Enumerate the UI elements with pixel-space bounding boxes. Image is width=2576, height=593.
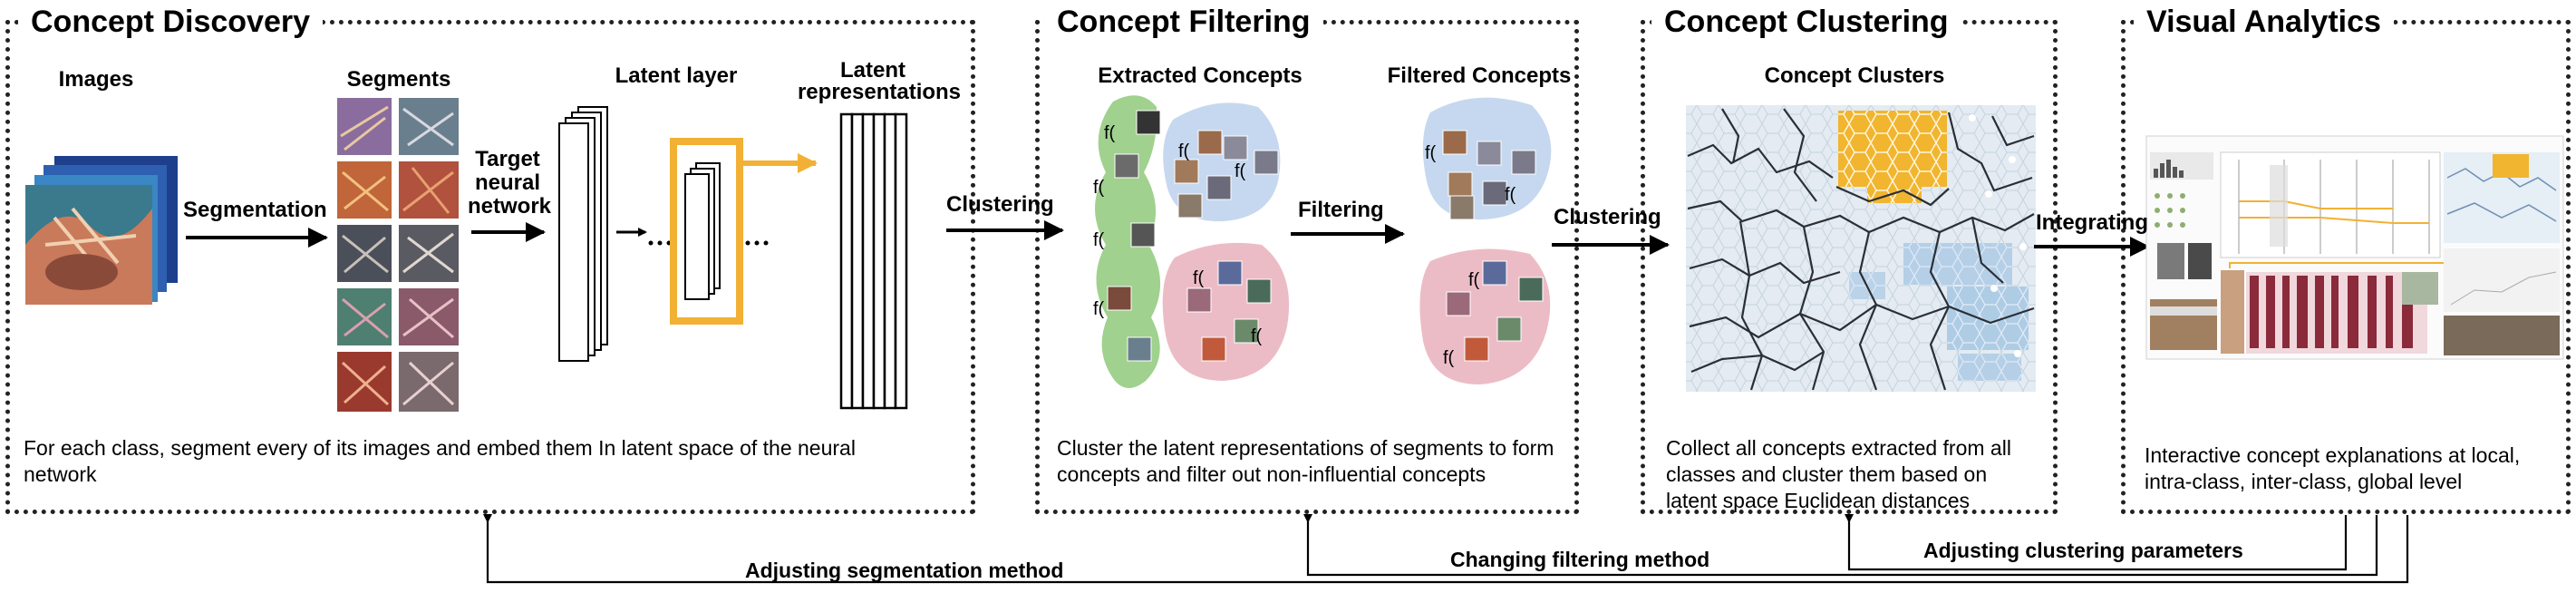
clustering-arrow-2-label: Clustering — [1554, 205, 1661, 229]
feedback-loops — [483, 514, 2409, 584]
latent-layer-label: Latent layer — [615, 63, 738, 88]
target-network-label-3: network — [467, 194, 552, 219]
filtered-concepts-label: Filtered Concepts — [1387, 63, 1572, 88]
concept-fn-glyph: f( — [1093, 299, 1105, 319]
change-filtering-label: Changing filtering method — [1450, 548, 1710, 571]
concept-fn-glyph: f( — [1443, 348, 1455, 368]
concept-discovery-title: Concept Discovery — [18, 4, 323, 40]
latent-layer — [670, 138, 743, 325]
target-network-label-2: neural — [474, 170, 541, 195]
adjust-clustering-label: Adjusting clustering parameters — [1923, 539, 2243, 562]
neural-network-layers — [558, 106, 608, 362]
segments-label: Segments — [346, 67, 451, 92]
concept-discovery-description: For each class, segment every of its ima… — [24, 436, 856, 486]
integrating-arrow-label: Integrating — [2036, 210, 2148, 235]
visual-analytics-title: Visual Analytics — [2134, 4, 2394, 40]
latent-representations-label-2: representations — [797, 80, 962, 104]
concept-clustering-title: Concept Clustering — [1651, 4, 1961, 40]
concept-fn-glyph: f( — [1468, 270, 1480, 290]
concept-fn-glyph: f( — [1235, 161, 1246, 181]
concept-fn-glyph: f( — [1178, 141, 1190, 161]
filtered-concepts — [1419, 97, 1552, 384]
concept-fn-glyph: f( — [1093, 230, 1105, 250]
visual-analytics-dashboard — [2145, 135, 2564, 360]
latent-representations — [839, 112, 908, 410]
panel-concept-discovery — [5, 20, 975, 514]
concept-fn-glyph: f( — [1093, 178, 1105, 198]
concept-fn-glyph: f( — [1251, 326, 1263, 346]
clustering-arrow-1-label: Clustering — [946, 192, 1054, 217]
concept-clustering-description: Collect all concepts extracted from all … — [1666, 436, 2011, 512]
latent-representations-label-1: Latent — [840, 58, 905, 83]
concept-fn-glyph: f( — [1193, 268, 1205, 288]
adjust-segmentation-label: Adjusting segmentation method — [745, 559, 1064, 582]
target-network-label-1: Target — [475, 147, 540, 171]
input-images-stack — [25, 156, 178, 305]
extracted-concepts-label: Extracted Concepts — [1098, 63, 1303, 88]
images-label: Images — [58, 67, 134, 92]
concept-filtering-title: Concept Filtering — [1044, 4, 1323, 40]
segments-grid — [337, 98, 459, 412]
heatmap-strip — [2246, 272, 2427, 354]
extracted-concepts — [1095, 95, 1290, 389]
visual-analytics-description: Interactive concept explanations at loca… — [2145, 443, 2521, 493]
concept-cluster-map — [1686, 105, 2036, 392]
concept-fn-glyph: f( — [1104, 123, 1116, 143]
filtering-arrow-label: Filtering — [1298, 198, 1384, 222]
concept-fn-glyph: f( — [1505, 185, 1516, 205]
concept-clusters-label: Concept Clusters — [1764, 63, 1945, 88]
segmentation-label: Segmentation — [183, 198, 327, 222]
concept-fn-glyph: f( — [1425, 143, 1437, 163]
concept-filtering-description: Cluster the latent representations of se… — [1057, 436, 1554, 486]
